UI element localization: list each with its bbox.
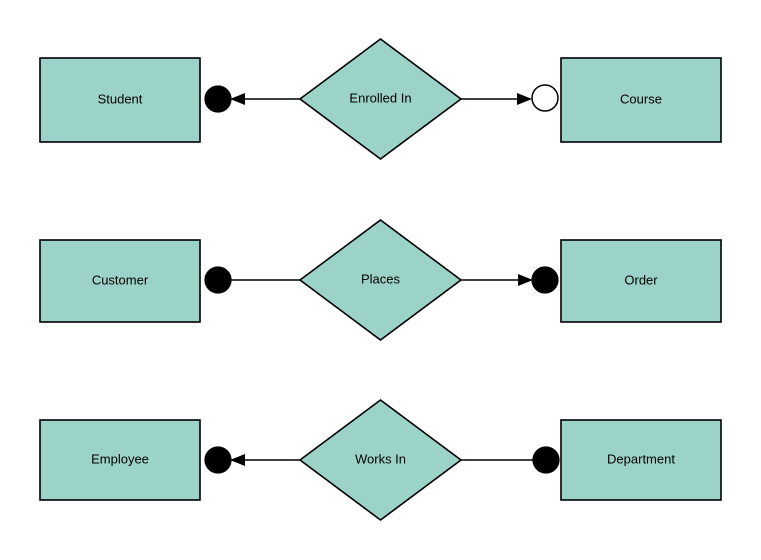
entity-box-customer[interactable]: [39, 239, 201, 323]
arrowhead-left-employee: [230, 454, 245, 466]
arrowhead-right-course: [517, 93, 532, 105]
relationship-diamond-places[interactable]: [298, 219, 463, 341]
entity-box-department[interactable]: [560, 419, 722, 501]
relationship-diamond-enrolled-in[interactable]: [298, 38, 463, 160]
arrowhead-right-order: [518, 274, 533, 286]
entity-box-employee[interactable]: [39, 419, 201, 501]
entity-box-course[interactable]: [560, 57, 722, 143]
relationship-label-places: Places: [361, 271, 401, 286]
entity-label-customer: Customer: [92, 272, 149, 287]
endpoint-filled-circle-order[interactable]: [531, 266, 559, 294]
relationship-group-works-in: Employee Works In Department: [39, 399, 722, 521]
entity-label-department: Department: [607, 451, 675, 466]
endpoint-filled-circle-department[interactable]: [532, 446, 560, 474]
endpoint-filled-circle-employee[interactable]: [204, 446, 232, 474]
entity-box-order[interactable]: [560, 239, 722, 323]
entity-label-order: Order: [624, 272, 658, 287]
arrowhead-left-student: [230, 93, 245, 105]
entity-box-student[interactable]: [39, 57, 201, 143]
endpoint-filled-circle-customer[interactable]: [204, 266, 232, 294]
relationship-group-enrolled-in: Student Enrolled In Course: [39, 38, 722, 160]
endpoint-filled-circle-student[interactable]: [204, 85, 232, 113]
relationship-label-works-in: Works In: [355, 451, 406, 466]
entity-label-course: Course: [620, 91, 662, 106]
relationship-label-enrolled-in: Enrolled In: [349, 90, 411, 105]
relationship-group-places: Customer Places Order: [39, 219, 722, 341]
relationship-diamond-works-in[interactable]: [298, 399, 463, 521]
entity-label-employee: Employee: [91, 451, 149, 466]
endpoint-open-circle-course[interactable]: [531, 84, 559, 112]
entity-label-student: Student: [98, 91, 143, 106]
